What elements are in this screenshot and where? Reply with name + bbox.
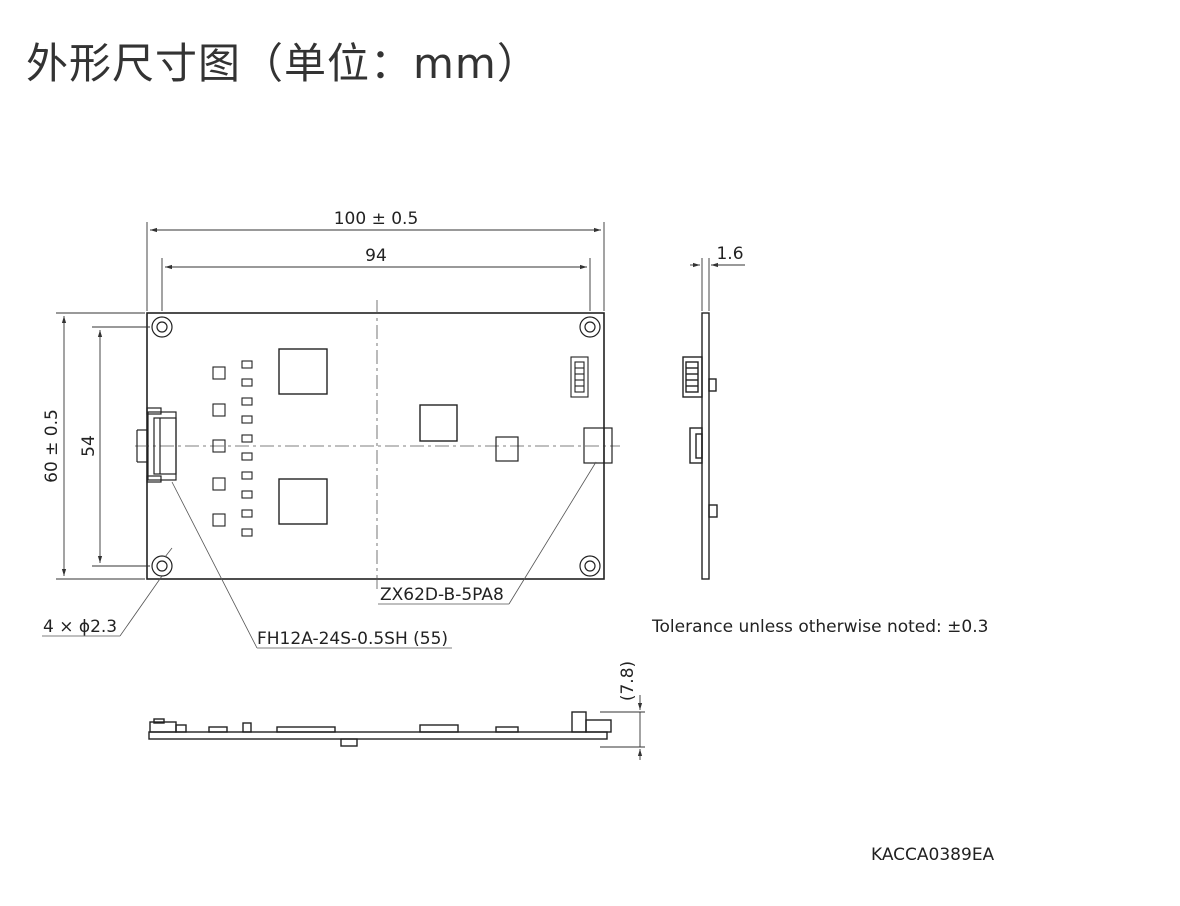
top-view (135, 300, 620, 592)
callout-usb-connector: ZX62D-B-5PA8 (380, 585, 504, 605)
small-components (212, 360, 253, 537)
usb-connector (583, 427, 613, 464)
dim-thickness: 1.6 (716, 244, 743, 264)
chip-lower (278, 478, 328, 525)
dim-height-overall: 60 ± 0.5 (42, 409, 62, 483)
chip-upper (278, 348, 328, 395)
mounting-holes (151, 316, 601, 577)
bottom-view (148, 711, 612, 747)
chip-center (419, 404, 458, 442)
chip-small (495, 436, 519, 462)
dim-width-holes: 94 (365, 246, 387, 266)
dim-height-side: (7.8) (618, 661, 638, 701)
dim-height-holes: 54 (79, 435, 99, 457)
callout-fpc-connector: FH12A-24S-0.5SH (55) (257, 629, 448, 649)
dimension-lines (56, 222, 745, 760)
leader-lines (42, 461, 597, 649)
side-view (682, 312, 718, 580)
header-connector (570, 356, 589, 398)
side-pcb (701, 312, 710, 580)
bottom-pcb (148, 731, 608, 740)
fpc-connector (136, 407, 177, 483)
dim-holes: 4 × ϕ2.3 (43, 617, 117, 637)
drawing-code: KACCA0389EA (871, 845, 995, 865)
dim-width-overall: 100 ± 0.5 (334, 209, 419, 229)
tolerance-note: Tolerance unless otherwise noted: ±0.3 (652, 617, 989, 637)
page-title: 外形尺寸图（单位：mm） (26, 39, 540, 88)
